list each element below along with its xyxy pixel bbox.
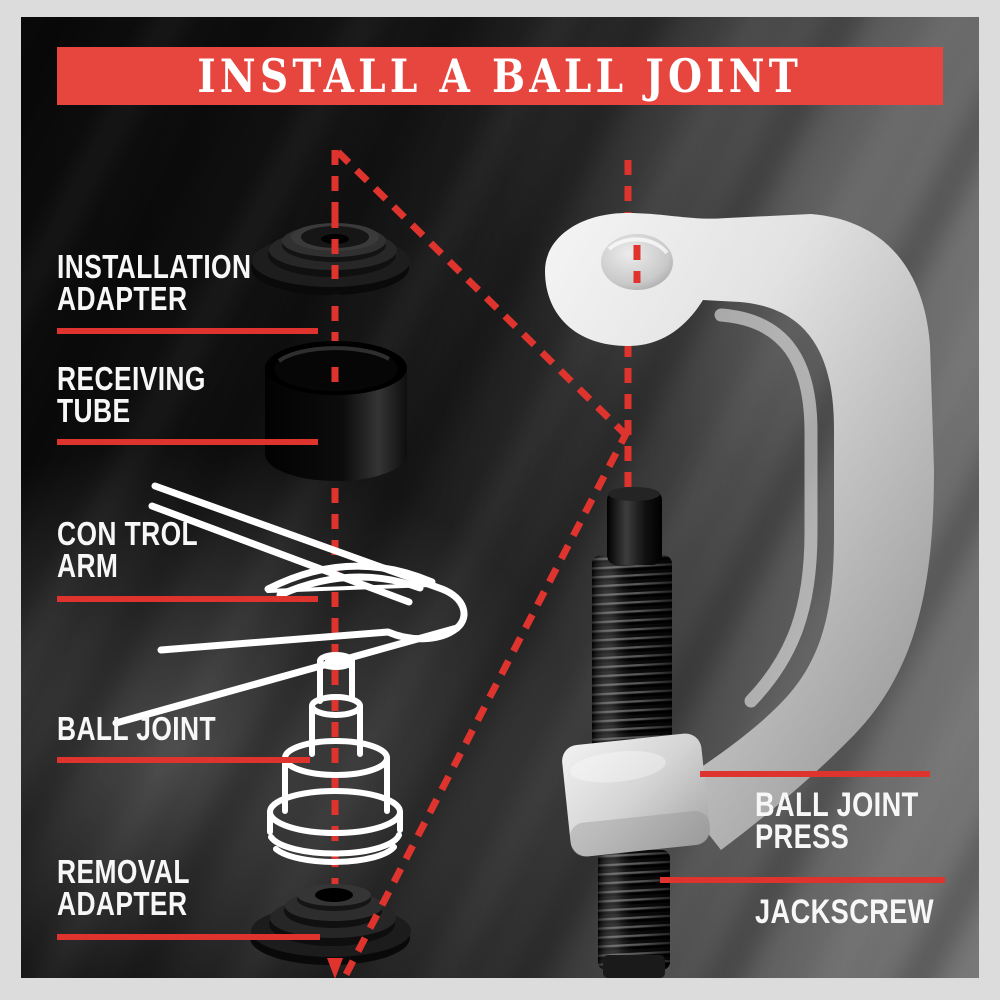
jackscrew-lower-thread [598, 850, 670, 978]
jackscrew-tip [607, 487, 662, 565]
title-banner: INSTALL A BALL JOINT [57, 47, 943, 105]
ball-joint-press-label: BALL JOINT PRESS [755, 786, 919, 856]
receiving-tube-illustration [265, 341, 407, 481]
installation-adapter-illustration [251, 223, 410, 295]
ball-joint-illustration [267, 652, 403, 865]
press-boss [562, 733, 711, 857]
diagram-panel: INSTALL A BALL JOINT INSTALLATION ADAPTE… [21, 17, 979, 978]
removal-adapter-leader-line [57, 934, 320, 940]
alignment-dashed-lines-over [331, 213, 641, 978]
diagram-illustration [112, 149, 934, 978]
centerline-arrowhead [327, 958, 343, 978]
page-title: INSTALL A BALL JOINT [197, 49, 803, 103]
jackscrew-upper-thread [592, 555, 672, 770]
control-arm-label: CON TROL ARM [57, 515, 199, 584]
installation-adapter-label: INSTALLATION ADAPTER [57, 248, 252, 317]
removal-adapter-label: REMOVAL ADAPTER [57, 853, 190, 922]
c-frame-body [545, 213, 934, 850]
jackscrew-leader-line [660, 877, 945, 883]
upper-diagonal-dashed [335, 149, 631, 440]
lower-diagonal-dashed [340, 428, 632, 978]
ball-joint-press-illustration [545, 213, 934, 978]
ball-joint-press-leader-line [700, 771, 930, 777]
receiving-tube-leader-line [57, 439, 318, 445]
jackscrew-label: JACKSCREW [755, 893, 934, 931]
control-arm-illustration [112, 482, 468, 727]
ball-joint-label: BALL JOINT [57, 710, 216, 747]
ball-joint-leader-line [57, 757, 310, 763]
c-frame-ring-hole [601, 234, 673, 290]
installation-adapter-leader-line [57, 328, 318, 334]
receiving-tube-label: RECEIVING TUBE [57, 360, 206, 429]
control-arm-leader-line [57, 596, 318, 602]
